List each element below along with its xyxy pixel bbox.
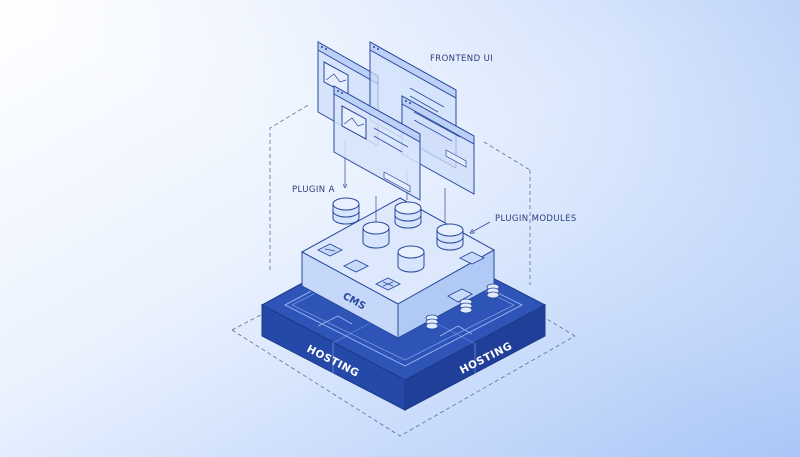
module-tiles — [316, 243, 486, 303]
database-icon — [362, 221, 390, 249]
plugin-cylinders — [332, 197, 464, 273]
plugin-a-label: PLUGIN A — [292, 185, 335, 195]
database-icon — [425, 283, 500, 330]
database-icon — [332, 197, 360, 225]
image-placeholder-icon — [341, 105, 367, 140]
database-icon — [436, 223, 464, 251]
plugin-modules-label: PLUGIN MODULES — [495, 214, 577, 224]
callout-lines — [472, 221, 491, 232]
frontend-panels — [317, 41, 475, 201]
frontend-ui-label: FRONTEND UI — [430, 54, 493, 64]
browser-window-icon — [401, 95, 475, 195]
browser-window-icon — [333, 85, 421, 201]
database-icon — [397, 245, 425, 273]
database-icon — [394, 201, 422, 229]
